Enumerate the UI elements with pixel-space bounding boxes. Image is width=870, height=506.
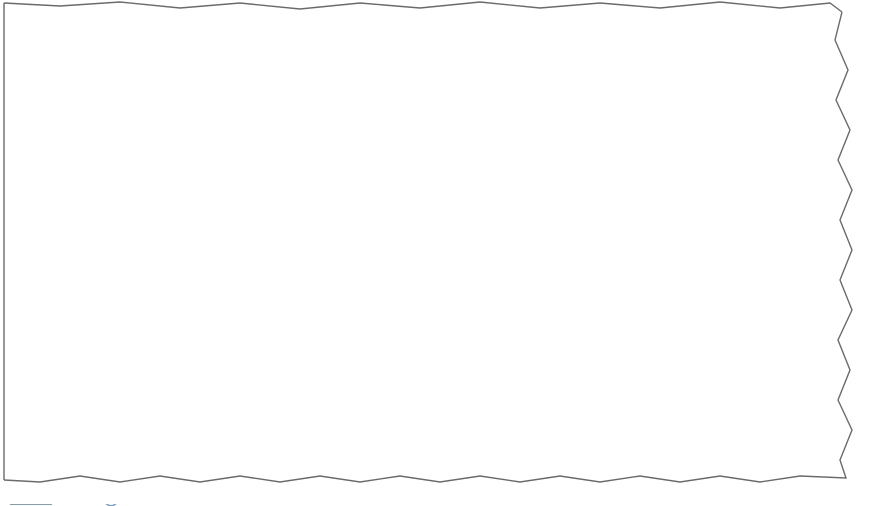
node-title: Set Job Infos and Variables <box>154 36 389 56</box>
row-number: 5 <box>16 148 25 165</box>
row-number: 6 <box>16 268 25 285</box>
set-job-infos-node[interactable] <box>72 38 142 108</box>
recycle-icon <box>594 414 640 464</box>
false-branch-label: F <box>62 223 73 242</box>
row-cell <box>10 0 52 137</box>
node-subtitle: ...\\%9 <box>154 57 197 74</box>
create-file-node[interactable] <box>582 280 652 350</box>
true-branch-pipe-down <box>612 190 626 284</box>
node-subtitle: If file size less than 0 Kbytes <box>171 215 361 232</box>
new-file-icon <box>599 288 643 341</box>
node-title: Delete <box>662 396 717 416</box>
true-branch-pipe <box>116 188 630 202</box>
true-branch-label: T <box>156 218 167 237</box>
node-title: File Size Condition <box>154 158 315 178</box>
branch-connector-pipe <box>612 350 626 404</box>
node-subtitle: File not found! <box>662 300 758 317</box>
edit-list-icon <box>84 50 137 101</box>
row-number: 7 <box>16 388 25 405</box>
node-title: Create File <box>662 276 755 296</box>
node-subtitle: Permanently <box>662 420 747 437</box>
file-folder-icon <box>95 174 128 219</box>
row-number: 4 <box>16 32 25 49</box>
delete-node[interactable] <box>582 400 652 470</box>
